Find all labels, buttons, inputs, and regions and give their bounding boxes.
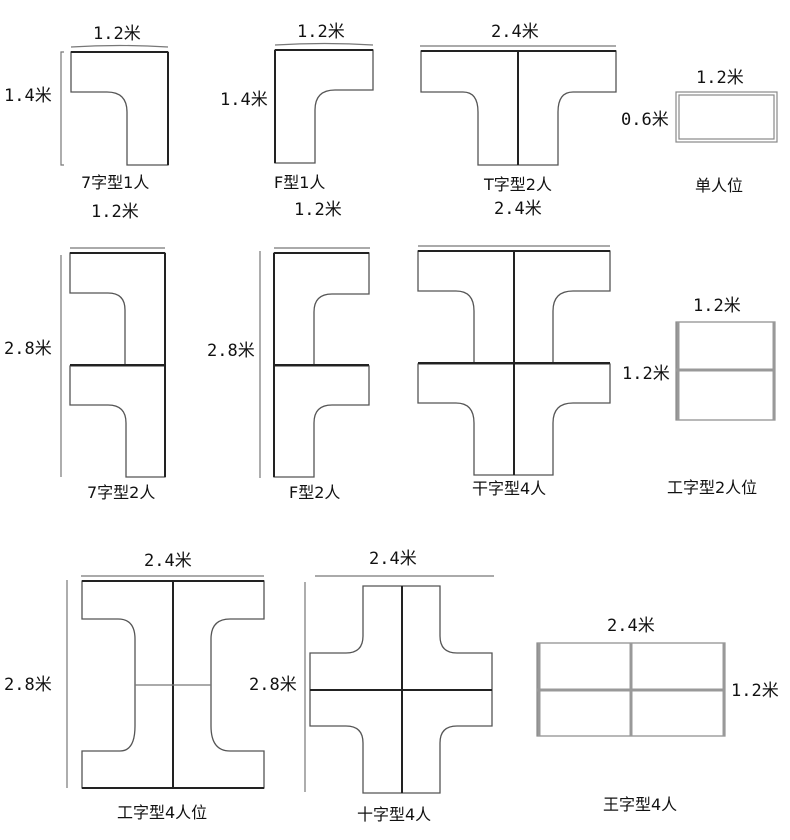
- dim-width-single: 1.2米: [696, 68, 744, 88]
- caption-single: 单人位: [695, 176, 744, 195]
- dim-depth-gong-4: 2.8米: [4, 675, 52, 695]
- caption-gong-2: 工字型2人位: [667, 478, 758, 497]
- desk-gong-shape-4-person: [66, 575, 265, 789]
- caption-7-2: 7字型2人: [87, 483, 156, 502]
- dim-depth-f-1: 1.4米: [220, 90, 268, 110]
- desk-single-seat: [675, 91, 778, 143]
- caption-f-2: F型2人: [289, 483, 341, 502]
- dim-width-f-2: 1.2米: [294, 200, 342, 220]
- desk-7-shape-2-person: [60, 247, 166, 478]
- caption-t-2: T字型2人: [484, 175, 552, 194]
- dim-width-t-2: 2.4米: [491, 22, 539, 42]
- dim-depth-7-2: 2.8米: [4, 339, 52, 359]
- desk-gan-shape-4-person: [417, 245, 611, 476]
- caption-gong-4: 工字型4人位: [117, 803, 208, 822]
- desk-t-shape-2-person: [420, 45, 617, 166]
- desk-7-shape-1-person: [60, 44, 169, 166]
- desk-wang-shape-4-person: [536, 642, 726, 737]
- dim-width-gong-2: 1.2米: [693, 296, 741, 316]
- caption-wang-4: 王字型4人: [603, 795, 678, 814]
- dim-depth-gong-2: 1.2米: [622, 364, 670, 384]
- caption-shi-4: 十字型4人: [357, 805, 432, 824]
- caption-7-1: 7字型1人: [81, 173, 150, 192]
- caption-f-1: F型1人: [274, 173, 326, 192]
- dim-depth-single: 0.6米: [621, 110, 669, 130]
- desk-gong-shape-2-person: [675, 321, 776, 421]
- caption-gan-4: 干字型4人: [472, 479, 547, 498]
- dim-width-wang-4: 2.4米: [607, 616, 655, 636]
- dim-depth-wang-4: 1.2米: [731, 681, 779, 701]
- dim-width-gong-4: 2.4米: [144, 551, 192, 571]
- dim-depth-shi-4: 2.8米: [249, 675, 297, 695]
- desk-f-shape-2-person: [259, 247, 370, 478]
- dim-depth-7-1: 1.4米: [4, 86, 52, 106]
- dim-width-7-2: 1.2米: [91, 202, 139, 222]
- dim-width-gan-4: 2.4米: [494, 199, 542, 219]
- desk-f-shape-1-person: [274, 42, 374, 164]
- dim-depth-f-2: 2.8米: [207, 341, 255, 361]
- dim-width-f-1: 1.2米: [297, 22, 345, 42]
- dim-width-shi-4: 2.4米: [369, 549, 417, 569]
- dim-width-7-1: 1.2米: [93, 24, 141, 44]
- desk-cross-shape-4-person: [304, 575, 494, 794]
